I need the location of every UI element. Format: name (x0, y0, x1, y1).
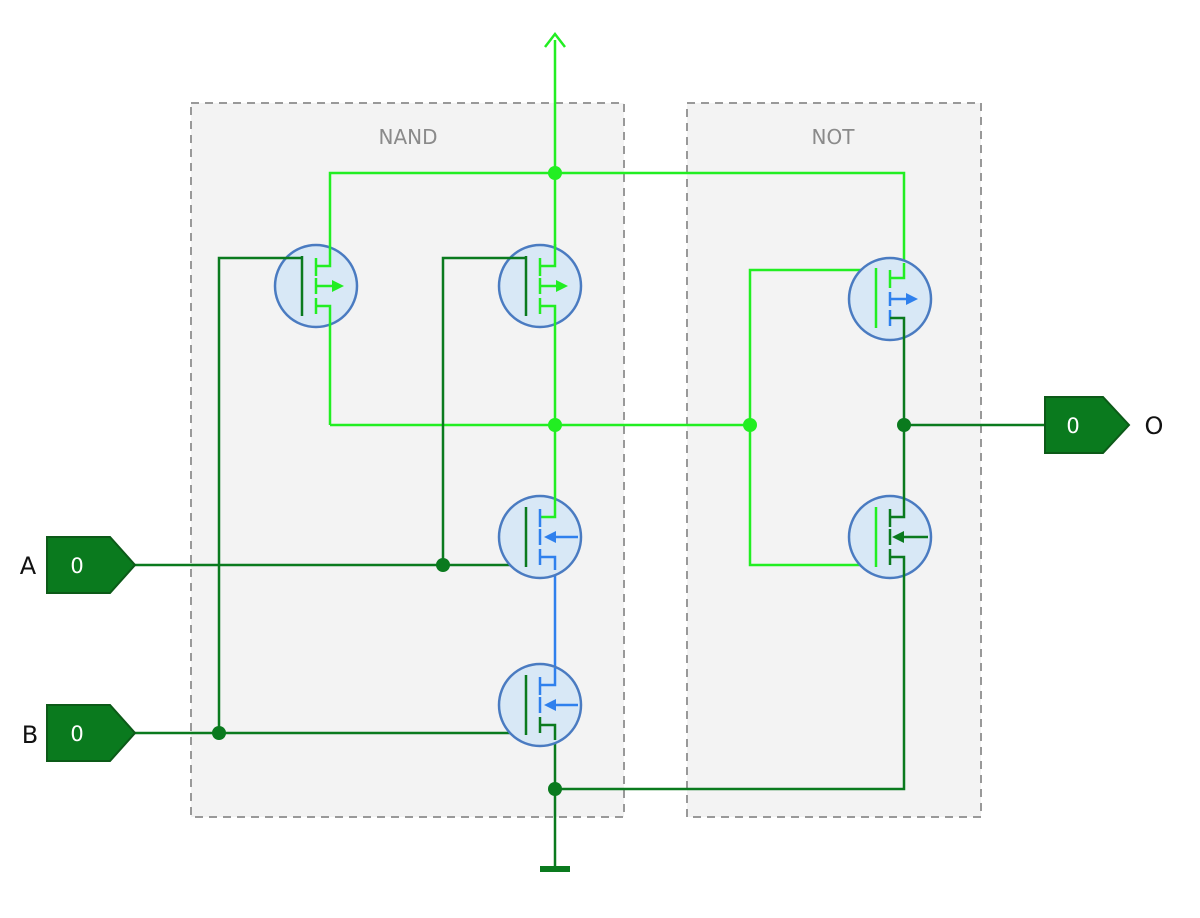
not-gate-input-lower-wire (748, 425, 874, 567)
junction-dot (548, 418, 562, 432)
not-gate-input-wire (748, 268, 874, 425)
junction-dot (897, 418, 911, 432)
junction-dot (743, 418, 757, 432)
input-b-gate-wire (217, 256, 276, 733)
not-pmos-transistor[interactable] (847, 256, 933, 342)
junction-dot (212, 726, 226, 740)
input-a-label: A (20, 552, 37, 580)
output-pin-o: 0 O (1044, 396, 1164, 454)
input-pin-a[interactable]: A 0 (20, 536, 137, 594)
input-a-gate-wire (441, 256, 500, 565)
output-o-label: O (1145, 412, 1164, 440)
nand-block-label: NAND (378, 125, 437, 149)
output-o-value: 0 (1066, 414, 1079, 438)
nmos-a-transistor[interactable] (497, 494, 583, 580)
pmos-b-transistor[interactable] (273, 243, 359, 329)
vdd-rail-wire (328, 171, 906, 263)
input-b-label: B (22, 721, 38, 749)
input-b-value: 0 (70, 722, 83, 746)
arrow-up-icon (544, 31, 566, 48)
input-pin-b[interactable]: B 0 (22, 704, 137, 762)
not-ground-wire (555, 583, 906, 791)
junction-dot (548, 782, 562, 796)
not-block-label: NOT (812, 125, 856, 149)
nmos-b-transistor[interactable] (497, 662, 583, 748)
pmos-a-transistor[interactable] (497, 243, 583, 329)
not-block: NOT (686, 102, 982, 818)
low-wires (135, 256, 1045, 866)
input-a-value: 0 (70, 554, 83, 578)
high-wires (328, 40, 906, 567)
not-nmos-transistor[interactable] (847, 494, 933, 583)
junction-dot (548, 166, 562, 180)
junctions (212, 166, 911, 796)
junction-dot (436, 558, 450, 572)
